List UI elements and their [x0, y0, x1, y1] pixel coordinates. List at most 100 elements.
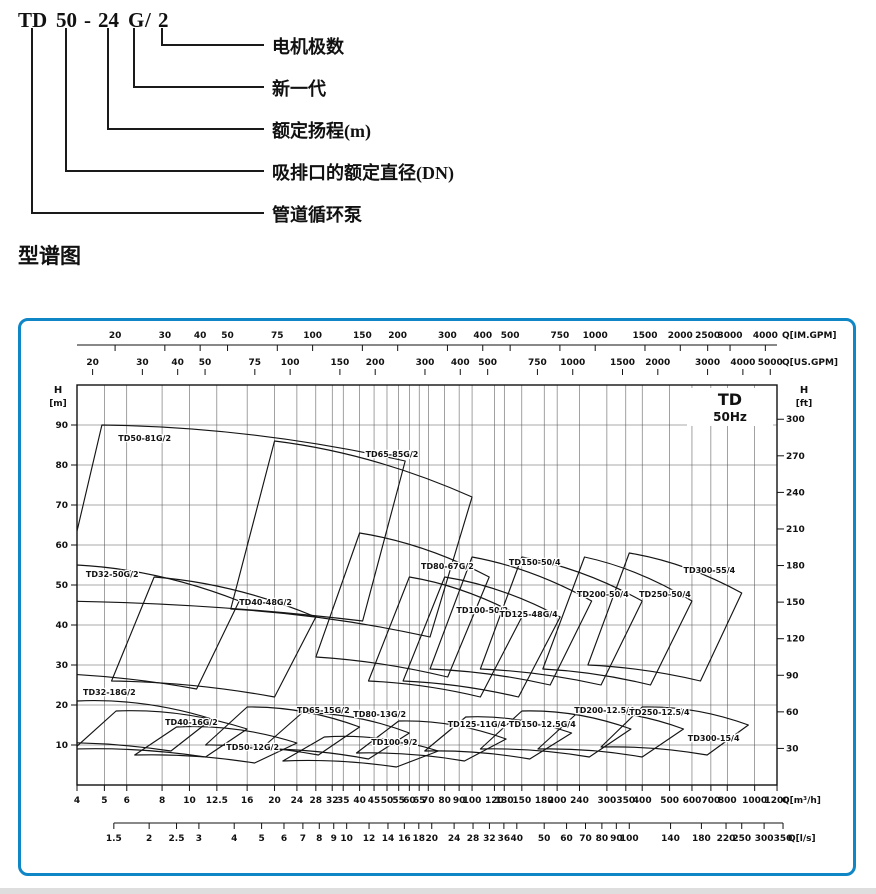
- tick-label: 150: [512, 796, 531, 806]
- pump-label: TD50-12G/2: [226, 743, 279, 752]
- tick-label: 20: [109, 331, 122, 341]
- pump-label: TD300-55/4: [683, 566, 735, 575]
- tick-label: 2000: [645, 358, 670, 368]
- pump-envelope: [479, 710, 632, 758]
- tick-label: 300: [786, 415, 805, 425]
- pump-label: TD125-48G/4: [499, 610, 558, 619]
- tick-label: 8: [159, 796, 165, 806]
- tick-label: 12: [363, 834, 376, 844]
- tick-label: 5: [258, 834, 264, 844]
- callout-hline-dn: [65, 170, 264, 172]
- tick-label: 1000: [560, 358, 585, 368]
- section-title: 型谱图: [18, 244, 81, 268]
- pump-envelope: [355, 720, 507, 762]
- pump-label: TD80-67G/2: [421, 562, 474, 571]
- callout-label-head: 额定扬程(m): [272, 121, 371, 141]
- axis-unit-ls: Q[l/s]: [788, 834, 816, 844]
- tick-label: 200: [548, 796, 567, 806]
- pump-label: TD32-50G/2: [86, 570, 139, 579]
- tick-label: 45: [368, 796, 381, 806]
- tick-label: 40: [55, 621, 68, 631]
- model-code-part-dn: 50: [56, 8, 77, 32]
- tick-label: 40: [171, 358, 184, 368]
- callout-label-gen: 新一代: [272, 79, 326, 99]
- model-code-part-poles: 2: [158, 8, 169, 32]
- pump-envelope: [542, 556, 693, 686]
- tick-label: 1500: [632, 331, 657, 341]
- pump-envelope: [77, 424, 406, 622]
- tick-label: 2000: [668, 331, 693, 341]
- pump-envelope: [424, 716, 573, 760]
- tick-label: 400: [633, 796, 652, 806]
- tick-label: 30: [55, 661, 68, 671]
- tick-label: 240: [570, 796, 589, 806]
- tick-label: 30: [159, 331, 172, 341]
- tick-label: 6: [281, 834, 287, 844]
- tick-label: 180: [786, 562, 805, 572]
- callout-label-dn: 吸排口的额定直径(DN): [272, 163, 454, 183]
- tick-label: 80: [55, 461, 68, 471]
- pump-envelope: [230, 440, 473, 638]
- axis-unit-im-gpm: Q[IM.GPM]: [782, 331, 837, 341]
- tick-label: 55: [392, 796, 405, 806]
- tick-label: 65: [413, 796, 426, 806]
- tick-label: 250: [732, 834, 751, 844]
- tick-label: 30: [136, 358, 149, 368]
- tick-label: 300: [597, 796, 616, 806]
- callout-vline-series: [31, 28, 33, 214]
- tick-label: 90: [610, 834, 623, 844]
- tick-label: 350: [774, 834, 793, 844]
- tick-label: 8: [316, 834, 322, 844]
- tick-label: 180: [535, 796, 554, 806]
- tick-label: 210: [786, 525, 805, 535]
- tick-label: 400: [473, 331, 492, 341]
- pump-label: TD80-13G/2: [353, 710, 406, 719]
- pump-envelope: [77, 700, 213, 752]
- tick-label: 100: [303, 331, 322, 341]
- tick-label: 50: [381, 796, 394, 806]
- pump-envelope: [600, 706, 749, 756]
- tick-label: 180: [692, 834, 711, 844]
- pump-envelope: [315, 532, 490, 678]
- tick-label: 1000: [742, 796, 767, 806]
- tick-label: 750: [551, 331, 570, 341]
- pump-envelope: [134, 725, 298, 764]
- tick-label: 3000: [695, 358, 720, 368]
- tick-label: 2500: [695, 331, 720, 341]
- pump-envelope: [402, 576, 561, 698]
- tick-label: 3: [196, 834, 202, 844]
- callout-vline-dn: [65, 28, 67, 172]
- tick-label: 1500: [610, 358, 635, 368]
- pump-envelope: [367, 576, 523, 698]
- tick-label: 750: [528, 358, 547, 368]
- pump-label: TD100-9/2: [371, 738, 417, 747]
- tick-label: 70: [579, 834, 592, 844]
- tick-label: 240: [786, 488, 805, 498]
- tick-label: 200: [388, 331, 407, 341]
- tick-label: 60: [55, 541, 68, 551]
- tick-label: 16: [241, 796, 254, 806]
- tick-label: 90: [55, 421, 68, 431]
- tick-label: 75: [249, 358, 262, 368]
- callout-label-series: 管道循环泵: [272, 205, 362, 225]
- tick-label: 300: [438, 331, 457, 341]
- model-code-part-slash: /: [145, 8, 151, 32]
- pump-envelope: [204, 706, 361, 756]
- tick-label: 60: [403, 796, 416, 806]
- tick-label: 80: [438, 796, 451, 806]
- tick-label: 60: [560, 834, 573, 844]
- tick-label: 350: [616, 796, 635, 806]
- tick-label: 100: [463, 796, 482, 806]
- tick-label: 100: [620, 834, 639, 844]
- chart-frame: 20 30 40 50 75 100 150 200 300 400 500 750 1000 1500 2…: [18, 318, 856, 876]
- pump-label: TD200-50/4: [577, 590, 629, 599]
- tick-label: 500: [660, 796, 679, 806]
- tick-label: 130: [495, 796, 514, 806]
- pump-label: TD250-50/4: [639, 590, 691, 599]
- pump-envelope: [479, 556, 643, 686]
